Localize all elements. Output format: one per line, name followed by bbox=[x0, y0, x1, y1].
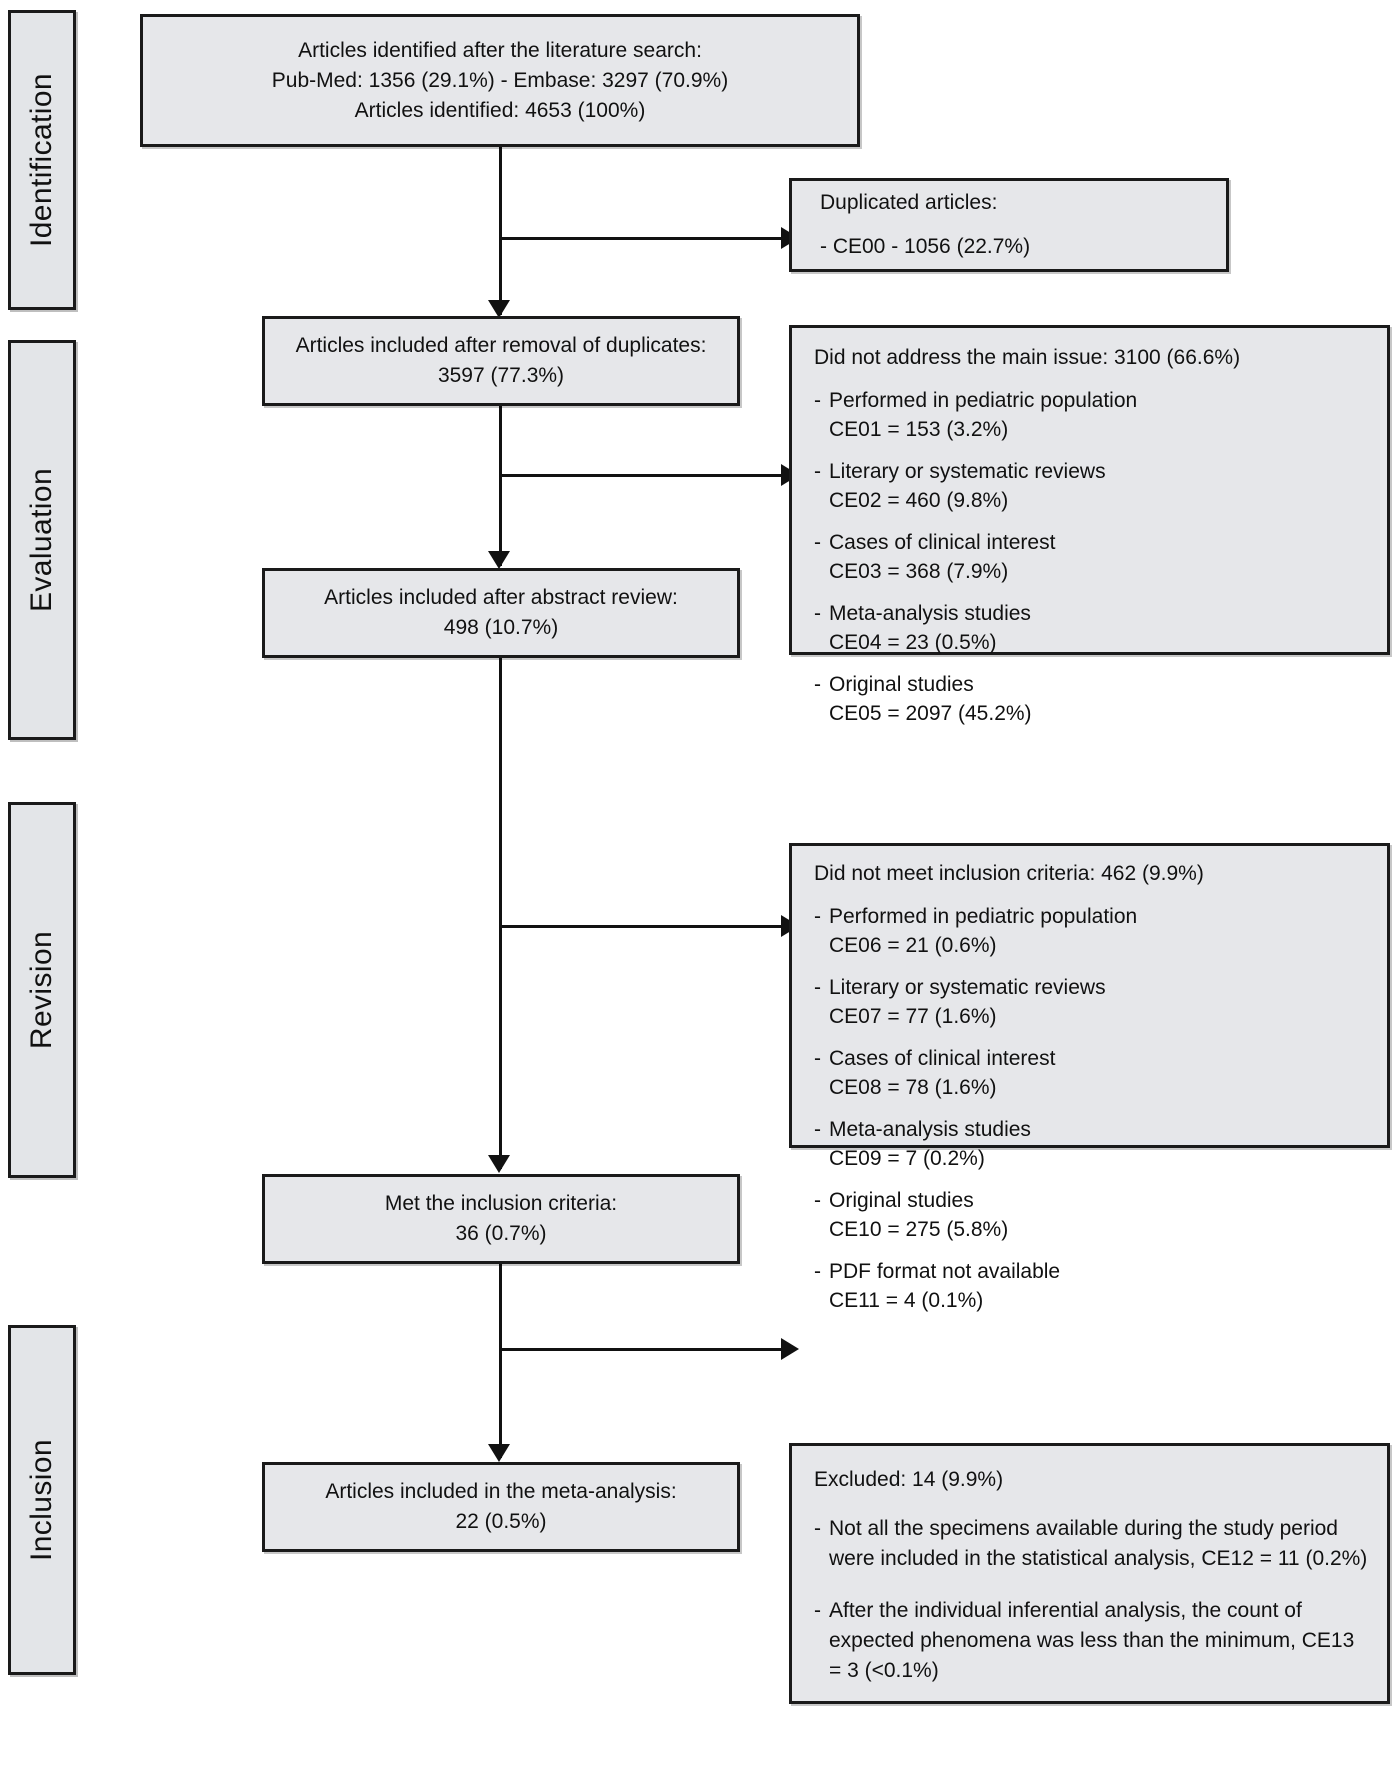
criteria-fail-reason-text: Meta-analysis studies bbox=[829, 1118, 1031, 1141]
criteria-fail-reason: - Cases of clinical interest CE08 = 78 (… bbox=[814, 1044, 1055, 1102]
criteria-fail-reason-text: Original studies bbox=[829, 1189, 974, 1212]
main-issue-reason-text: Literary or systematic reviews bbox=[829, 460, 1106, 483]
main-issue-reason-text: Cases of clinical interest bbox=[829, 531, 1056, 554]
stage-revision-label: Revision bbox=[25, 930, 58, 1050]
dash-bullet: - bbox=[814, 905, 821, 928]
arrow-to-final bbox=[488, 1444, 510, 1462]
criteria-fail-reason-code: CE09 = 7 (0.2%) bbox=[829, 1147, 985, 1170]
box-after-abstract-review: Articles included after abstract review:… bbox=[262, 568, 740, 658]
main-issue-reason-code: CE01 = 153 (3.2%) bbox=[829, 418, 1009, 441]
stage-identification-label: Identification bbox=[25, 72, 58, 248]
criteria-fail-reason-code: CE06 = 21 (0.6%) bbox=[829, 934, 997, 957]
criteria-fail-reason-code: CE10 = 275 (5.8%) bbox=[829, 1218, 1009, 1241]
connector-afterdup-down bbox=[499, 406, 502, 566]
dash-bullet: - bbox=[814, 1047, 821, 1070]
connector-to-duplicated bbox=[499, 237, 781, 240]
final-line-1: Articles included in the meta-analysis: bbox=[325, 1480, 677, 1503]
identified-line-2: Pub-Med: 1356 (29.1%) - Embase: 3297 (70… bbox=[271, 68, 729, 92]
main-issue-reason: - Original studies CE05 = 2097 (45.2%) bbox=[814, 670, 1032, 728]
box-did-not-meet-inclusion-criteria: Did not meet inclusion criteria: 462 (9.… bbox=[789, 843, 1390, 1312]
arrow-to-met-criteria bbox=[488, 1155, 510, 1173]
excluded-reason: - After the individual inferential analy… bbox=[814, 1596, 1369, 1686]
main-issue-reason-text: Performed in pediatric population bbox=[829, 389, 1138, 412]
main-issue-reason: - Performed in pediatric population CE01… bbox=[814, 386, 1137, 444]
stage-evaluation-label: Evaluation bbox=[25, 467, 58, 613]
box-included-meta-analysis: Articles included in the meta-analysis: … bbox=[262, 1462, 740, 1552]
dash-bullet: - bbox=[814, 1189, 821, 1212]
main-issue-reason-code: CE02 = 460 (9.8%) bbox=[829, 489, 1009, 512]
dash-bullet: - bbox=[814, 460, 821, 483]
stage-identification: Identification bbox=[8, 10, 76, 310]
box-met-inclusion-criteria: Met the inclusion criteria: 36 (0.7%) bbox=[262, 1174, 740, 1264]
arrow-to-after-abstract bbox=[488, 551, 510, 569]
after-duplicates-line-1: Articles included after removal of dupli… bbox=[295, 334, 707, 357]
identified-line-1: Articles identified after the literature… bbox=[298, 38, 702, 62]
after-abstract-line-1: Articles included after abstract review: bbox=[324, 586, 678, 609]
box-duplicated-articles: Duplicated articles: - CE00 - 1056 (22.7… bbox=[789, 178, 1229, 272]
main-issue-reason-code: CE05 = 2097 (45.2%) bbox=[829, 702, 1032, 725]
excluded-heading: Excluded: 14 (9.9%) bbox=[814, 1468, 1004, 1491]
box-excluded: Excluded: 14 (9.9%) - Not all the specim… bbox=[789, 1443, 1390, 1704]
connector-to-excluded bbox=[499, 1348, 781, 1351]
criteria-fail-heading: Did not meet inclusion criteria: 462 (9.… bbox=[814, 862, 1204, 885]
dash-bullet: - bbox=[814, 1599, 821, 1622]
met-criteria-line-1: Met the inclusion criteria: bbox=[384, 1192, 618, 1215]
connector-identified-to-afterdup bbox=[499, 237, 502, 315]
criteria-fail-reason-text: Performed in pediatric population bbox=[829, 905, 1138, 928]
connector-met-down bbox=[499, 1264, 502, 1458]
after-duplicates-line-2: 3597 (77.3%) bbox=[437, 364, 565, 387]
met-criteria-line-2: 36 (0.7%) bbox=[455, 1222, 547, 1245]
criteria-fail-reason-text: Literary or systematic reviews bbox=[829, 976, 1106, 999]
dash-bullet: - bbox=[814, 1260, 821, 1283]
criteria-fail-reason-code: CE08 = 78 (1.6%) bbox=[829, 1076, 997, 1099]
excluded-reason: - Not all the specimens available during… bbox=[814, 1514, 1369, 1574]
stage-inclusion: Inclusion bbox=[8, 1325, 76, 1675]
criteria-fail-reason: - Meta-analysis studies CE09 = 7 (0.2%) bbox=[814, 1115, 1031, 1173]
dash-bullet: - bbox=[814, 531, 821, 554]
main-issue-reason-code: CE03 = 368 (7.9%) bbox=[829, 560, 1009, 583]
main-issue-reason-text: Original studies bbox=[829, 673, 974, 696]
connector-to-main-issue bbox=[499, 474, 781, 477]
box-articles-identified: Articles identified after the literature… bbox=[140, 14, 860, 147]
stage-revision: Revision bbox=[8, 802, 76, 1178]
connector-identified-down bbox=[499, 147, 502, 257]
main-issue-reason: - Literary or systematic reviews CE02 = … bbox=[814, 457, 1106, 515]
main-issue-reason-code: CE04 = 23 (0.5%) bbox=[829, 631, 997, 654]
criteria-fail-reason-code: CE07 = 77 (1.6%) bbox=[829, 1005, 997, 1028]
arrow-to-after-duplicates bbox=[488, 300, 510, 318]
connector-afterabstract-down bbox=[499, 657, 502, 1169]
dash-bullet: - bbox=[814, 976, 821, 999]
duplicated-heading: Duplicated articles: bbox=[820, 191, 998, 214]
excluded-reason-text: After the individual inferential analysi… bbox=[829, 1599, 1355, 1682]
arrow-to-excluded bbox=[781, 1338, 799, 1360]
excluded-reason-text: Not all the specimens available during t… bbox=[829, 1517, 1368, 1570]
criteria-fail-reason: - Literary or systematic reviews CE07 = … bbox=[814, 973, 1106, 1031]
dash-bullet: - bbox=[814, 389, 821, 412]
criteria-fail-reason-text: Cases of clinical interest bbox=[829, 1047, 1056, 1070]
box-did-not-address-main-issue: Did not address the main issue: 3100 (66… bbox=[789, 325, 1390, 725]
criteria-fail-reason-code: CE11 = 4 (0.1%) bbox=[829, 1289, 984, 1312]
criteria-fail-reason-text: PDF format not available bbox=[829, 1260, 1061, 1283]
box-after-removal-duplicates: Articles included after removal of dupli… bbox=[262, 316, 740, 406]
dash-bullet: - bbox=[814, 673, 821, 696]
after-abstract-line-2: 498 (10.7%) bbox=[443, 616, 559, 639]
stage-inclusion-label: Inclusion bbox=[25, 1438, 58, 1562]
criteria-fail-reason: - PDF format not available CE11 = 4 (0.1… bbox=[814, 1257, 1060, 1315]
criteria-fail-reason: - Performed in pediatric population CE06… bbox=[814, 902, 1137, 960]
dash-bullet: - bbox=[814, 1118, 821, 1141]
duplicated-item: - CE00 - 1056 (22.7%) bbox=[820, 235, 1031, 258]
dash-bullet: - bbox=[814, 1517, 821, 1540]
criteria-fail-reason: - Original studies CE10 = 275 (5.8%) bbox=[814, 1186, 1008, 1244]
main-issue-heading: Did not address the main issue: 3100 (66… bbox=[814, 346, 1241, 369]
main-issue-reason: - Cases of clinical interest CE03 = 368 … bbox=[814, 528, 1055, 586]
dash-bullet: - bbox=[814, 602, 821, 625]
connector-to-criteria-fail bbox=[499, 925, 781, 928]
identified-line-3: Articles identified: 4653 (100%) bbox=[354, 98, 646, 122]
final-line-2: 22 (0.5%) bbox=[455, 1510, 547, 1533]
stage-evaluation: Evaluation bbox=[8, 340, 76, 740]
main-issue-reason-text: Meta-analysis studies bbox=[829, 602, 1031, 625]
main-issue-reason: - Meta-analysis studies CE04 = 23 (0.5%) bbox=[814, 599, 1031, 657]
